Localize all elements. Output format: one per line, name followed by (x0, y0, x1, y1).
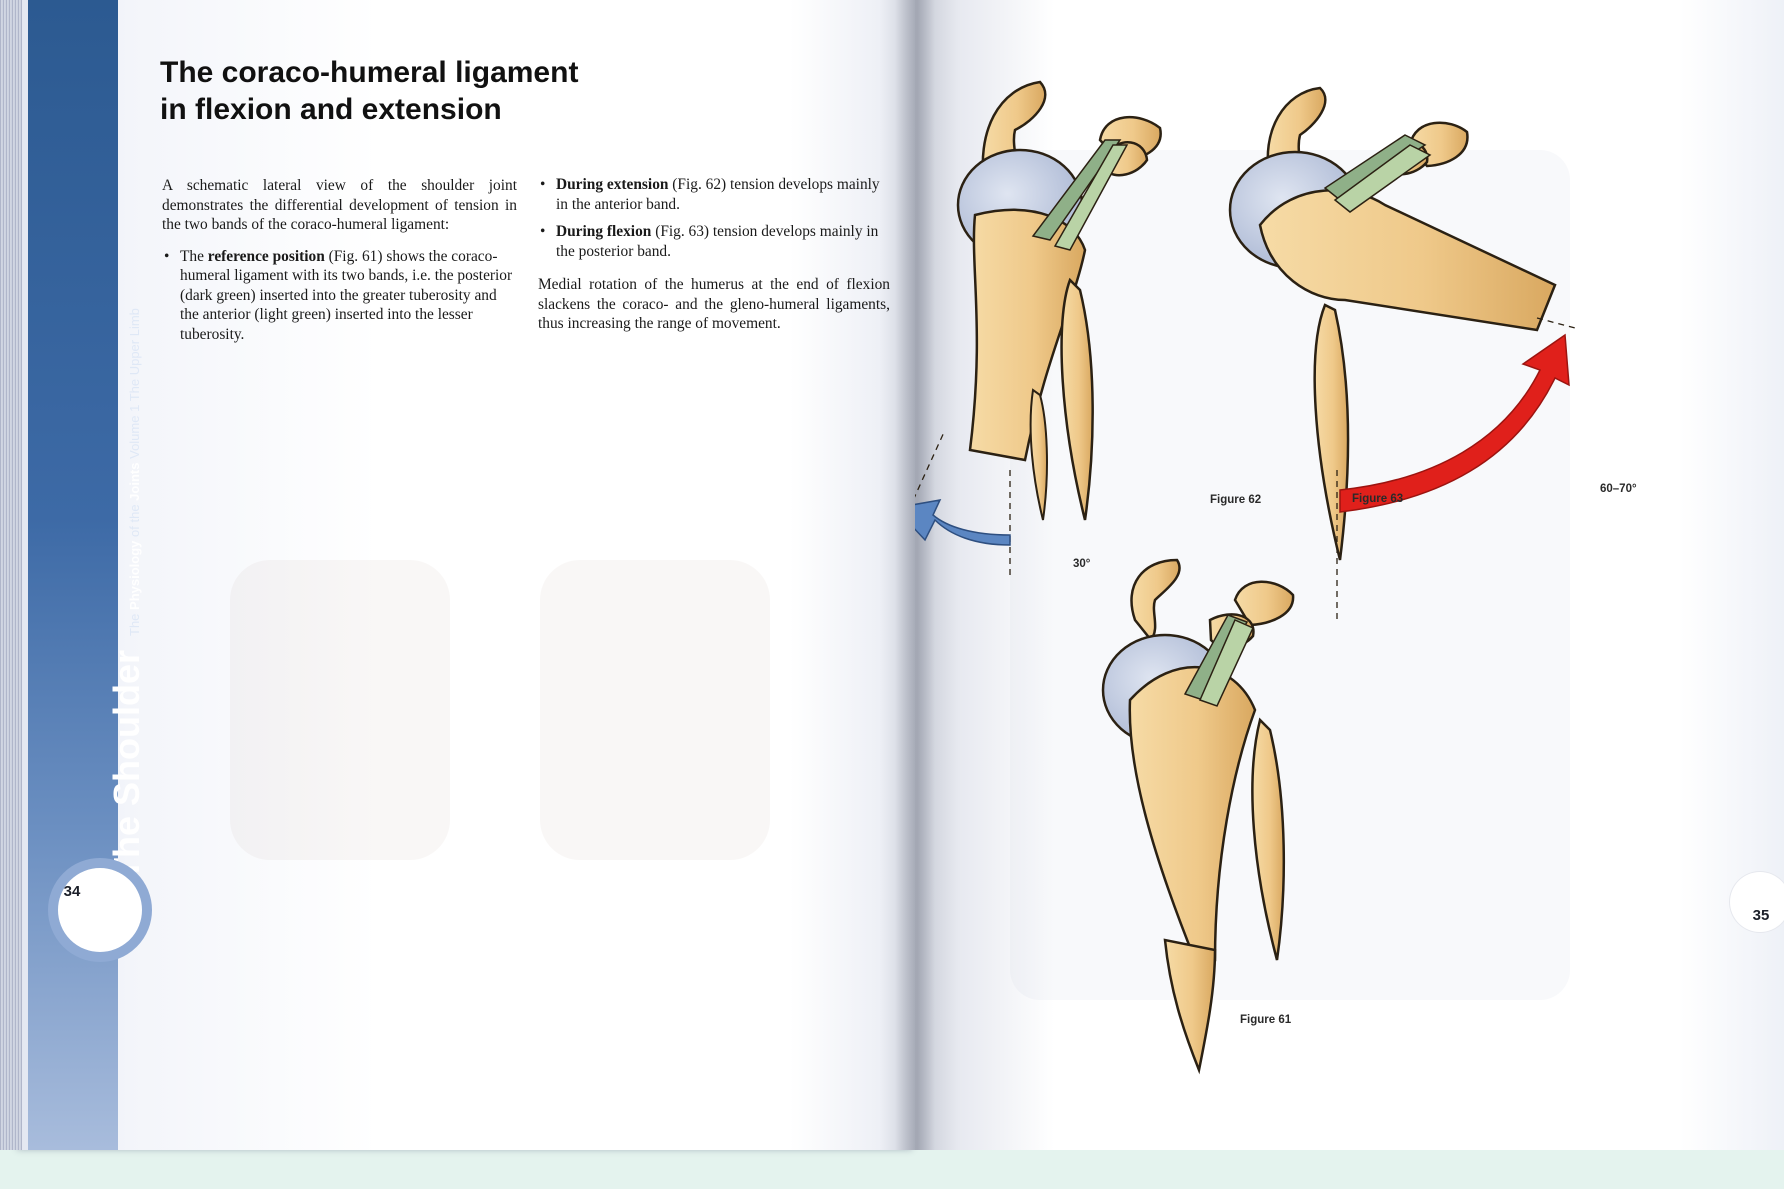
label-figure-63: Figure 63 (1352, 493, 1404, 505)
ligament-anterior-fig62 (1053, 144, 1129, 251)
closing-paragraph: Medial rotation of the humerus at the en… (538, 276, 890, 332)
humerus-fig61 (1128, 665, 1257, 962)
ligament-anterior-fig61 (1198, 619, 1254, 707)
label-angle-flexion: 60–70° (1600, 483, 1637, 495)
acromion-fig61 (1233, 580, 1295, 627)
term-extension: During extension (556, 176, 669, 193)
ligament-anterior-fig63 (1333, 144, 1432, 213)
intro-paragraph: A schematic lateral view of the shoulder… (162, 177, 517, 233)
gutter-shadow (895, 0, 935, 1150)
bullet-extension: During extension (Fig. 62) tension devel… (540, 175, 890, 214)
ligament-posterior-fig62 (1031, 139, 1122, 241)
bleed-through-left (230, 560, 450, 860)
figure-62-extension (915, 80, 1162, 580)
page-number-badge-right (1730, 872, 1784, 932)
page-number-left: 34 (63, 883, 81, 900)
term-flexion: During flexion (556, 223, 652, 240)
book-subtitle: The Physiology of the Joints Volume 1 Th… (127, 308, 142, 636)
chapter-title: The Shoulder (106, 649, 147, 880)
scapula-spine-fig61 (1130, 558, 1181, 643)
scapula-blade-fig63 (1313, 303, 1350, 561)
chapter-sidebar (28, 0, 118, 1150)
scapula-blade-2-fig62 (1029, 388, 1048, 521)
figure-63-flexion (1228, 86, 1576, 620)
text-column-left: A schematic lateral view of the shoulder… (162, 176, 517, 358)
page-title: The coraco-humeral ligament in flexion a… (160, 54, 680, 128)
book-spread: The Shoulder The Physiology of the Joint… (0, 0, 1784, 1150)
humerus-distal-fig61 (1163, 938, 1217, 1075)
figure-61-reference (1101, 558, 1295, 1075)
text-column-right: During extension (Fig. 62) tension devel… (538, 175, 890, 346)
bullet-reference-position: The reference position (Fig. 61) shows t… (164, 247, 517, 345)
page-number-right: 35 (1752, 907, 1770, 924)
flexion-arrow (1339, 333, 1570, 513)
term-reference-position: reference position (207, 247, 325, 265)
shoulder-illustrations (915, 80, 1576, 1075)
label-figure-61: Figure 61 (1240, 1014, 1292, 1026)
bullet-list-right: During extension (Fig. 62) tension devel… (538, 175, 890, 261)
scapula-blade-fig61 (1251, 717, 1286, 961)
page-title-line-2: in flexion and extension (160, 93, 502, 126)
bullet-list-left: The reference position (Fig. 61) shows t… (162, 247, 517, 345)
page-edges (0, 0, 22, 1150)
page-number-badge-left (48, 858, 152, 962)
bleed-through-left-2 (540, 560, 770, 860)
humerus-axis-fig63 (1536, 317, 1576, 329)
humerus-axis-fig62 (915, 429, 946, 498)
label-angle-extension: 30° (1073, 558, 1091, 570)
page-title-line-1: The coraco-humeral ligament (160, 56, 579, 89)
scapula-blade-fig62 (1060, 277, 1094, 521)
humerus-fig63 (1258, 189, 1557, 332)
label-figure-62: Figure 62 (1210, 494, 1262, 506)
extension-arrow (915, 499, 1011, 546)
bullet-flexion: During flexion (Fig. 63) tension develop… (540, 222, 890, 261)
chapter-sidebar-text: The Shoulder The Physiology of the Joint… (106, 308, 170, 880)
